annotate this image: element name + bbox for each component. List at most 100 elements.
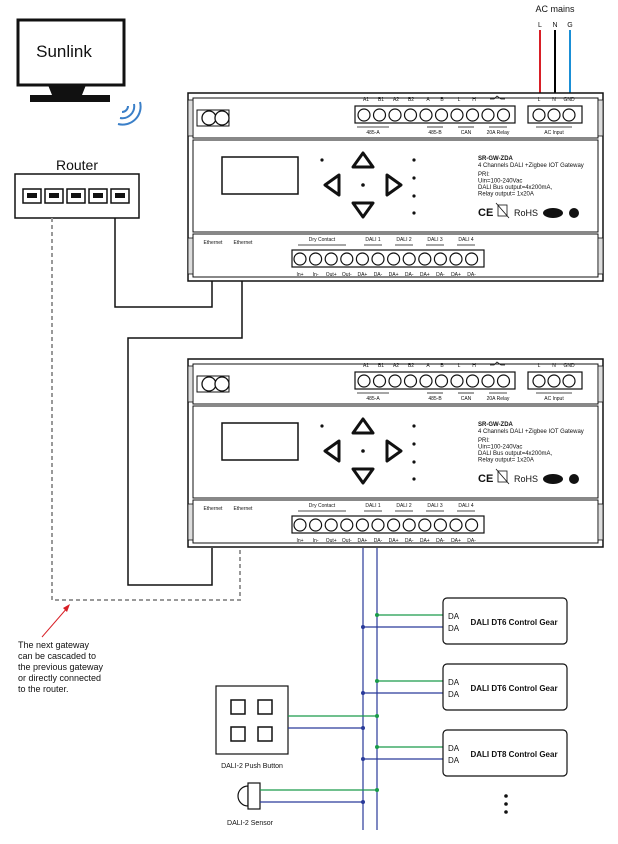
gateway-2-nav-down-button	[351, 467, 375, 485]
gateway-1-top-terminal-label: H	[472, 97, 476, 103]
gateway-2-terminal-screw	[388, 374, 402, 388]
note-arrow	[41, 606, 69, 638]
ethernet-cable-router-gw1	[114, 218, 213, 308]
gateway-1-terminal-screw	[465, 252, 479, 266]
gateway-2-spec-line: Uin=100-240Vac	[478, 445, 522, 451]
note-line-4: or directly connected	[18, 673, 101, 683]
ellipsis-dot-2	[504, 802, 508, 806]
gateway-2-top-group-label: 485-B	[428, 396, 442, 402]
gateway-2-terminal-screw	[371, 518, 385, 532]
ac-wire-label-l: L	[538, 22, 542, 29]
gateway-1-rohs-label: RoHS	[514, 208, 538, 218]
gateway-2-bottom-terminal-label: DA+	[389, 538, 399, 544]
control-gear-pin-2: DA	[448, 624, 460, 633]
monitor-stand	[48, 85, 86, 95]
sensor-dome	[237, 785, 249, 807]
dali-bus	[361, 548, 443, 830]
gateway-2-terminal-screw	[403, 374, 418, 388]
gateway-2-top-terminal-label: B2	[408, 363, 414, 369]
gateway-2-channel-led	[412, 424, 416, 428]
router-port-jack	[49, 193, 59, 198]
gateway-1-top-terminal-label: N	[552, 97, 556, 103]
gateway-1-terminal-screw	[293, 252, 307, 266]
gateway-2-bottom-group-label: Dry Contact	[309, 503, 336, 509]
gateway-1-terminal-screw	[403, 108, 418, 122]
gateway-1-bottom-terminal-label: DA-	[405, 272, 414, 278]
gateway-2-weee-cross	[495, 468, 510, 485]
gateway-2-bottom-terminal-label: DA-	[374, 538, 383, 544]
gateway-2-ac-terminal-screw	[547, 374, 561, 388]
gateway-1-bottom-terminal-label: Out+	[326, 272, 337, 278]
gateway-2-bottom-group-label: DALI 1	[365, 503, 381, 509]
gateway-2-top-group-label: CAN	[461, 396, 472, 402]
gateway-1-ce-mark: CE	[478, 207, 493, 219]
note-line-2: can be cascaded to	[18, 651, 96, 661]
router-port-jack	[27, 193, 37, 198]
monitor: Sunlink	[16, 18, 142, 126]
gateway-1-nav-right-button	[385, 173, 403, 197]
gateway-2-weee-icon	[497, 470, 508, 483]
gateway-1-bottom-terminal-label: In+	[296, 272, 303, 278]
gateway-2-channel-led	[412, 460, 416, 464]
gateway-1-mount-block	[196, 109, 230, 127]
router: Router	[14, 157, 140, 219]
gateway-1-bottom-terminal-label: DA-	[436, 272, 445, 278]
gateway-1-channel-led	[412, 211, 416, 215]
gateway-2-terminal-screw	[418, 518, 432, 532]
gateway-2-terminal-screw	[402, 518, 416, 532]
gateway-1-spec-line: Relay output= 1x20A	[478, 192, 534, 198]
gateway-1-bottom-group-label: DALI 2	[396, 237, 412, 243]
dali-branch-node	[361, 625, 365, 629]
gateway-1-spec-line: DALI Bus output=4x200mA,	[478, 185, 553, 191]
gateway-2-spec-line: Relay output= 1x20A	[478, 458, 534, 464]
gateway-2-channel-led	[412, 442, 416, 446]
gateway-1-bottom-terminal-label: DA+	[420, 272, 430, 278]
gateway-2-terminal-screw	[372, 374, 387, 388]
gateway-1-terminal-screw	[324, 252, 338, 266]
gateway-1-bottom-terminal-label: DA-	[374, 272, 383, 278]
gateway-1-ac-terminal-screw	[562, 108, 576, 122]
gateway-2-terminal-screw	[434, 374, 449, 388]
gateway-1-top-terminal-label: B1	[378, 97, 384, 103]
gateway-2-rail-notch	[187, 365, 194, 403]
gateway-2-channel-led	[412, 477, 416, 481]
gateway-1-spec-line: Uin=100-240Vac	[478, 179, 522, 185]
gateway-1-rail-notch	[187, 99, 194, 137]
gateway-1-relay-symbol	[490, 95, 505, 100]
gateway-2-dali-logo-text: DALI	[547, 477, 558, 483]
wifi-icon	[117, 101, 142, 126]
gateway-2-bottom-terminal-label: DA-	[436, 538, 445, 544]
gateway-1-ethernet-label-2: Ethernet	[234, 240, 254, 246]
gateway-2-top-terminal-label: A2	[393, 363, 399, 369]
gateway-2-terminal-screw	[433, 518, 447, 532]
control-gear-pin-1: DA	[448, 744, 460, 753]
gateway-2-top-group-label: 485-A	[366, 396, 380, 402]
ellipsis-dot-3	[504, 810, 508, 814]
gateway-1-terminal-screw	[465, 108, 480, 122]
gateway-1-top-group-label: 485-B	[428, 130, 442, 136]
gateway-1-top-group-label: 20A Relay	[487, 130, 510, 136]
ellipsis-dot-1	[504, 794, 508, 798]
gateway-1-terminal-screw	[371, 252, 385, 266]
gateway-2-terminal-screw	[387, 518, 401, 532]
gateway-2-terminal-screw	[324, 518, 338, 532]
gateway-1-rail-notch	[597, 237, 604, 275]
gateway-1-bottom-group-label: DALI 1	[365, 237, 381, 243]
gateway-1-terminal-screw	[372, 108, 387, 122]
gateway-2-top-terminal-label: B	[440, 363, 444, 369]
ac-wire-label-g: G	[567, 22, 572, 29]
dali-push-button: DALI-2 Push Button	[215, 685, 379, 770]
gateway-2-mount-screw	[214, 376, 230, 392]
gateway-2-terminal-screw	[309, 518, 323, 532]
gateway-1-top-group-label: CAN	[461, 130, 472, 136]
gateway-1-mount-screw	[201, 110, 217, 126]
gateway-1-channel-led	[412, 158, 416, 162]
control-gear-pin-2: DA	[448, 756, 460, 765]
note-line-3: the previous gateway	[18, 662, 104, 672]
gateway-2-top-group-label: AC Input	[544, 396, 564, 402]
gateway-1-description-label: 4 Channels DALI +Zigbee IOT Gateway	[478, 163, 584, 169]
gateway-1-rail-notch	[597, 99, 604, 137]
